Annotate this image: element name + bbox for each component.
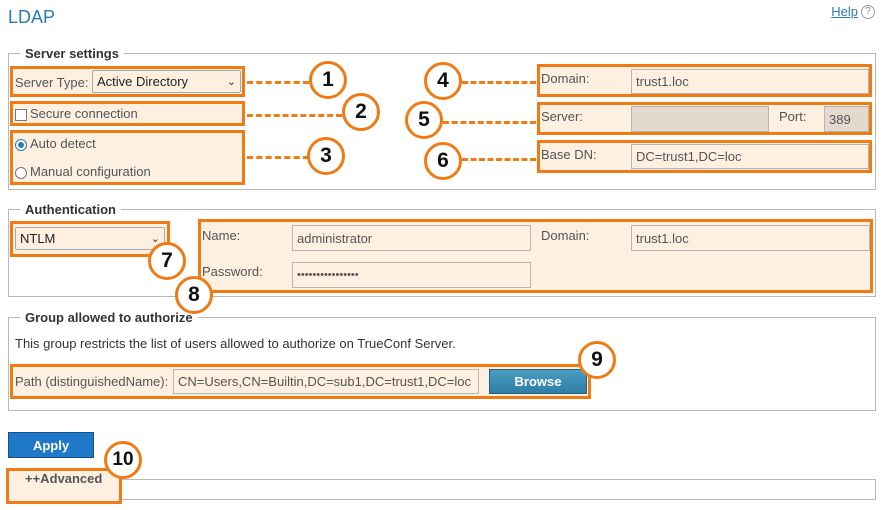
group-path-input[interactable]: CN=Users,CN=Builtin,DC=sub1,DC=trust1,DC… [173, 369, 479, 394]
auth-password-input[interactable]: •••••••••••••••• [292, 262, 531, 288]
advanced-section [8, 479, 876, 500]
page-title: LDAP [8, 7, 56, 27]
group-path-label: Path (distinguishedName): [15, 374, 169, 389]
port-input[interactable]: 389 [824, 106, 869, 132]
help-circle-icon[interactable]: ? [861, 4, 875, 19]
port-label: Port: [779, 109, 807, 124]
secure-connection-checkbox-wrap[interactable]: Secure connection [15, 106, 138, 121]
auth-name-input[interactable]: administrator [292, 225, 531, 251]
help-link[interactable]: Help [831, 4, 858, 19]
callout-6: 6 [424, 142, 462, 180]
group-section: Group allowed to authorize [8, 310, 876, 411]
auto-detect-radio[interactable] [15, 138, 27, 151]
manual-configuration-label: Manual configuration [30, 164, 151, 179]
apply-button[interactable]: Apply [8, 432, 94, 458]
chevron-down-icon: ⌄ [150, 233, 160, 245]
callout-9: 9 [578, 341, 616, 379]
group-legend: Group allowed to authorize [25, 310, 193, 325]
auth-password-label: Password: [202, 264, 263, 279]
callout-4-connector [462, 81, 536, 84]
callout-8: 8 [175, 276, 213, 314]
callout-2: 2 [342, 93, 380, 131]
auth-domain-label: Domain: [541, 228, 590, 243]
callout-7: 7 [148, 242, 186, 280]
server-type-label: Server Type: [15, 75, 89, 90]
manual-configuration-radio[interactable] [15, 166, 27, 179]
secure-connection-checkbox[interactable] [15, 108, 27, 121]
callout-1: 1 [309, 61, 347, 99]
secure-connection-row [10, 101, 245, 126]
server-settings-section: Server settings [8, 46, 876, 190]
callout-6-connector [462, 158, 536, 161]
auto-detect-label: Auto detect [30, 136, 96, 151]
browse-button[interactable]: Browse [489, 369, 587, 394]
authentication-section: Authentication [8, 202, 876, 297]
server-settings-legend: Server settings [25, 46, 119, 61]
callout-5: 5 [405, 101, 443, 139]
base-dn-input[interactable]: DC=trust1,DC=loc [631, 144, 869, 169]
manual-configuration-option[interactable]: Manual configuration [15, 164, 151, 179]
server-input[interactable] [631, 106, 769, 132]
auth-method-value: NTLM [20, 231, 56, 246]
secure-connection-label: Secure connection [30, 106, 138, 121]
server-type-value: Active Directory [97, 74, 189, 89]
server-label: Server: [541, 109, 583, 124]
callout-3: 3 [307, 137, 345, 175]
help-link-container[interactable]: Help ? [831, 4, 875, 19]
chevron-down-icon: ⌄ [226, 76, 236, 88]
callout-4: 4 [424, 62, 462, 100]
auto-detect-option[interactable]: Auto detect [15, 136, 96, 151]
callout-1-connector [247, 81, 309, 84]
advanced-toggle-highlight [6, 468, 122, 504]
auth-domain-input[interactable]: trust1.loc [631, 225, 870, 251]
auth-method-select[interactable]: NTLM ⌄ [15, 227, 165, 250]
callout-2-connector [247, 114, 342, 117]
base-dn-label: Base DN: [541, 147, 597, 162]
auth-name-label: Name: [202, 228, 241, 243]
authentication-legend: Authentication [25, 202, 116, 217]
connection-mode-group [10, 130, 245, 185]
domain-input[interactable]: trust1.loc [631, 69, 869, 94]
callout-10: 10 [104, 441, 142, 479]
callout-3-connector [247, 156, 309, 159]
advanced-toggle[interactable]: ++Advanced [25, 471, 103, 486]
group-description: This group restricts the list of users a… [15, 336, 456, 351]
domain-label: Domain: [541, 71, 590, 86]
callout-5-connector [443, 121, 536, 124]
server-type-select[interactable]: Active Directory ⌄ [92, 70, 241, 93]
